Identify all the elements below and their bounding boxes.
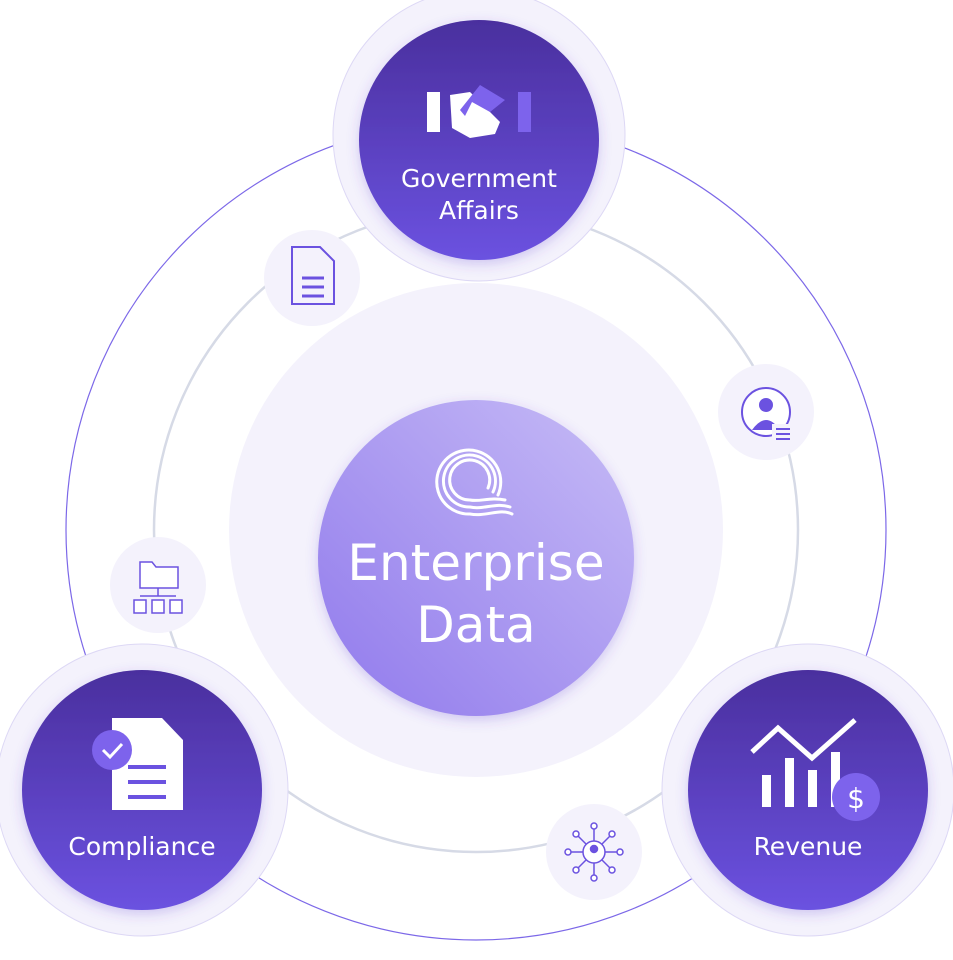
government-affairs-line1: Government bbox=[401, 164, 557, 193]
handshake-icon bbox=[427, 85, 531, 138]
revenue-label: Revenue bbox=[753, 832, 863, 861]
government-affairs-node bbox=[359, 20, 599, 260]
svg-text:$: $ bbox=[847, 782, 865, 815]
center-label-line1: Enterprise bbox=[347, 534, 605, 592]
center-label-line2: Data bbox=[416, 596, 536, 654]
document-icon bbox=[291, 246, 335, 305]
folder-hierarchy-icon bbox=[133, 561, 183, 614]
user-network-icon bbox=[564, 822, 624, 882]
chart-dollar-icon: $ bbox=[750, 718, 880, 821]
wave-logo-icon bbox=[435, 448, 514, 517]
document-check-icon bbox=[92, 718, 183, 810]
center-circle bbox=[318, 400, 634, 716]
user-list-icon bbox=[741, 387, 794, 442]
center-label: Enterprise Data bbox=[318, 532, 634, 656]
government-affairs-line2: Affairs bbox=[439, 196, 519, 225]
government-affairs-label: Government Affairs bbox=[379, 163, 579, 227]
compliance-label: Compliance bbox=[68, 832, 216, 861]
